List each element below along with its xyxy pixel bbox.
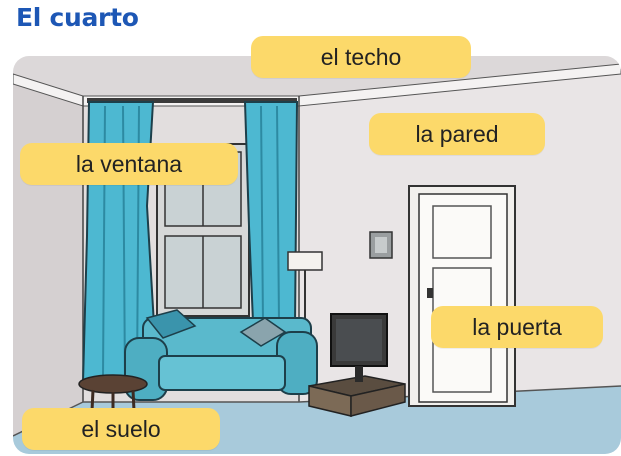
tv-stand	[308, 313, 406, 417]
label-wall: la pared	[369, 113, 545, 155]
label-window: la ventana	[20, 143, 238, 185]
left-wall	[13, 78, 83, 436]
label-ceiling: el techo	[251, 36, 471, 78]
label-door: la puerta	[431, 306, 603, 348]
right-curtain	[243, 101, 299, 330]
sofa	[124, 309, 318, 401]
door	[408, 185, 516, 407]
page-title: El cuarto	[16, 3, 139, 32]
label-floor: el suelo	[22, 408, 220, 450]
